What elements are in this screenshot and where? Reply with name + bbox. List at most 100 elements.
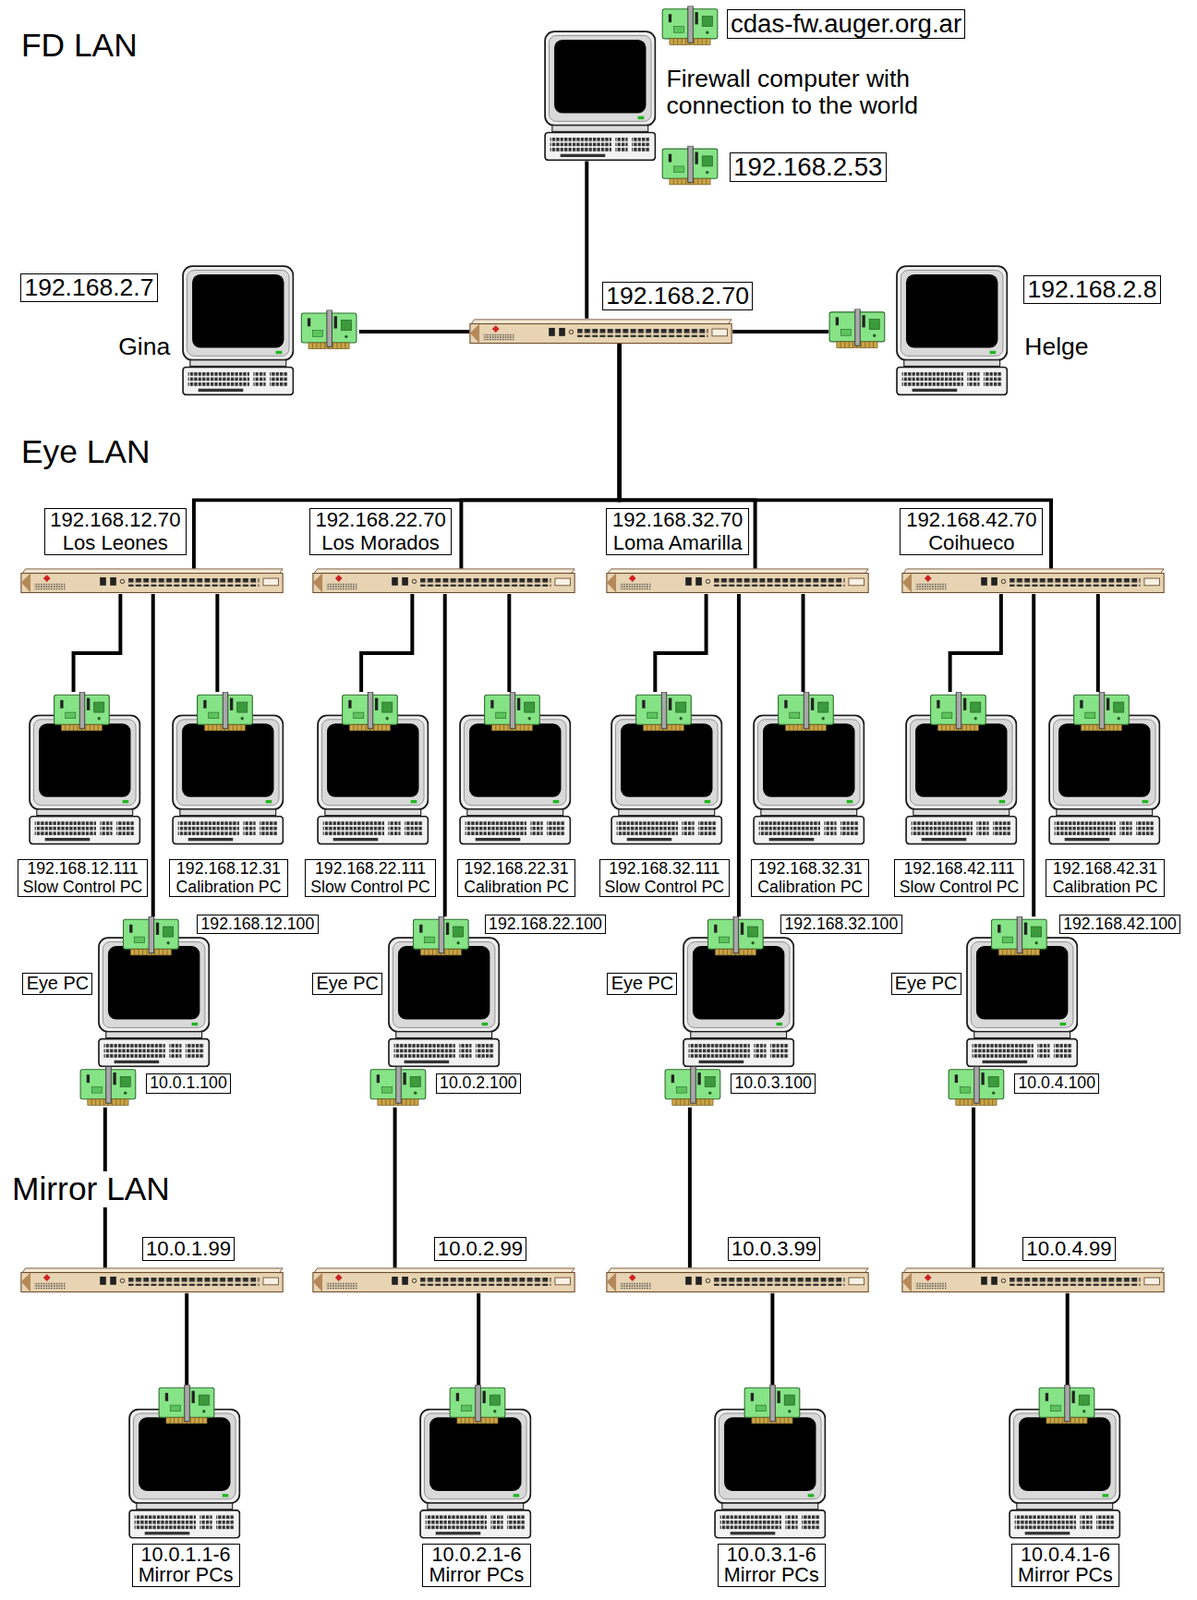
computer-illustration xyxy=(905,691,1018,846)
eye-switch: 192.168.32.70 Loma Amarilla xyxy=(605,568,870,594)
address-label: 10.0.2.99 xyxy=(434,1236,528,1261)
network-card-icon xyxy=(991,916,1048,956)
network-card-icon xyxy=(635,691,691,731)
switch-icon xyxy=(470,319,732,344)
mirror-switch: 10.0.4.99 xyxy=(901,1267,1165,1294)
network-cable xyxy=(359,329,470,334)
computer-illustration xyxy=(1048,691,1161,846)
switch-illustration xyxy=(901,568,1165,594)
pc-address-label: 10.0.2.1-6 Mirror PCs xyxy=(422,1543,531,1587)
address-label: 10.0.4.99 xyxy=(1022,1236,1116,1261)
mirror-pcs: 10.0.4.1-6 Mirror PCs xyxy=(1008,1384,1122,1539)
network-cable xyxy=(737,593,741,917)
computer-icon xyxy=(129,1409,240,1538)
slow-control-pc: 192.168.12.111 Slow Control PC xyxy=(28,691,142,846)
mirror-pcs: 10.0.2.1-6 Mirror PCs xyxy=(419,1384,532,1539)
network-cable xyxy=(584,161,589,319)
computer-icon xyxy=(896,266,1007,395)
address-label: 10.0.3.99 xyxy=(727,1236,822,1261)
computer-icon xyxy=(317,715,428,845)
network-cable xyxy=(770,1293,774,1385)
switch-illustration xyxy=(312,1267,576,1294)
switch-icon xyxy=(313,568,575,593)
section-heading: Mirror LAN xyxy=(10,1171,172,1208)
calibration-pc: 192.168.22.31 Calibration PC xyxy=(459,691,572,846)
computer-icon xyxy=(1009,1409,1120,1538)
mirror-switch: 10.0.3.99 xyxy=(605,1267,870,1294)
address-label: 10.0.3.100 xyxy=(730,1073,816,1093)
computer-illustration xyxy=(419,1384,532,1539)
computer-illustration xyxy=(610,691,724,846)
computer-illustration xyxy=(181,265,360,396)
network-card-icon xyxy=(931,691,987,731)
network-card-icon xyxy=(665,1066,721,1106)
network-cable xyxy=(443,593,448,917)
computer-icon xyxy=(683,937,794,1066)
computer-icon xyxy=(420,1409,531,1538)
section-heading: Eye LAN xyxy=(19,434,152,471)
computer-icon xyxy=(388,937,499,1066)
address-label: 10.0.1.99 xyxy=(142,1236,236,1261)
pc-address-label: 192.168.12.111 Slow Control PC xyxy=(17,858,148,897)
pc-address-label: 10.0.4.1-6 Mirror PCs xyxy=(1011,1543,1120,1587)
switch-illustration xyxy=(901,1267,1165,1294)
computer-icon xyxy=(172,715,283,845)
computer-icon xyxy=(611,715,722,845)
eye-switch: 192.168.12.70 Los Leones xyxy=(20,568,284,594)
network-card-icon xyxy=(708,916,764,956)
switch-icon xyxy=(606,1268,869,1293)
network-cable xyxy=(73,593,121,692)
switch-icon xyxy=(313,1268,575,1293)
address-label: 10.0.4.100 xyxy=(1014,1073,1100,1093)
computer-icon xyxy=(29,715,140,845)
network-card-icon xyxy=(412,916,469,956)
network-card-icon xyxy=(54,691,110,731)
network-card-icon xyxy=(123,916,180,956)
computer-icon xyxy=(98,937,209,1066)
site-address-label: 192.168.12.70 Los Leones xyxy=(44,507,188,556)
network-switch: 192.168.2.70 xyxy=(469,318,733,345)
network-card-icon xyxy=(196,691,253,731)
mirror-switch: 10.0.1.99 xyxy=(20,1267,284,1294)
switch-illustration xyxy=(605,1267,870,1294)
pc-address-label: 192.168.32.31 Calibration PC xyxy=(750,858,870,897)
computer-illustration xyxy=(828,265,1008,396)
computer-illustration xyxy=(171,691,285,846)
network-cable xyxy=(151,593,156,917)
mirror-switch: 10.0.2.99 xyxy=(312,1267,576,1294)
network-card-icon xyxy=(662,145,718,185)
network-card-icon xyxy=(158,1384,215,1424)
eye-pc: 192.168.12.100Eye PC10.0.1.100 xyxy=(79,916,210,1108)
computer-illustration xyxy=(316,691,430,846)
eye-pc: 192.168.22.100Eye PC10.0.2.100 xyxy=(369,916,500,1108)
switch-illustration xyxy=(469,318,733,345)
switch-icon xyxy=(606,568,869,593)
computer-illustration xyxy=(713,1384,827,1539)
network-card-icon xyxy=(484,691,541,731)
computer-icon xyxy=(182,266,293,395)
switch-icon xyxy=(21,568,283,593)
switch-illustration xyxy=(20,1267,284,1294)
network-cable xyxy=(688,1107,692,1268)
host-name: Gina xyxy=(118,333,170,361)
switch-illustration xyxy=(20,568,284,594)
pc-address-label: 10.0.1.1-6 Mirror PCs xyxy=(132,1543,241,1587)
site-address-label: 192.168.32.70 Loma Amarilla xyxy=(605,507,750,556)
computer-illustration xyxy=(28,691,142,846)
switch-illustration xyxy=(312,568,576,594)
role-label: Eye PC xyxy=(312,972,383,995)
address-label: 192.168.42.100 xyxy=(1059,914,1181,934)
role-label: Eye PC xyxy=(606,972,678,995)
site-address-label: 192.168.42.70 Coihueco xyxy=(899,507,1043,556)
address-label: 192.168.32.100 xyxy=(780,914,902,934)
computer-illustration xyxy=(544,30,657,161)
network-card-icon xyxy=(341,691,398,731)
role-label: Eye PC xyxy=(891,972,962,995)
computer-icon xyxy=(714,1409,825,1538)
switch-icon xyxy=(21,1268,283,1293)
network-card-icon xyxy=(80,1066,136,1106)
slow-control-pc: 192.168.42.111 Slow Control PC xyxy=(905,691,1018,846)
pc-address-label: 192.168.12.31 Calibration PC xyxy=(169,858,288,897)
pc-address-label: 192.168.42.31 Calibration PC xyxy=(1045,858,1164,897)
